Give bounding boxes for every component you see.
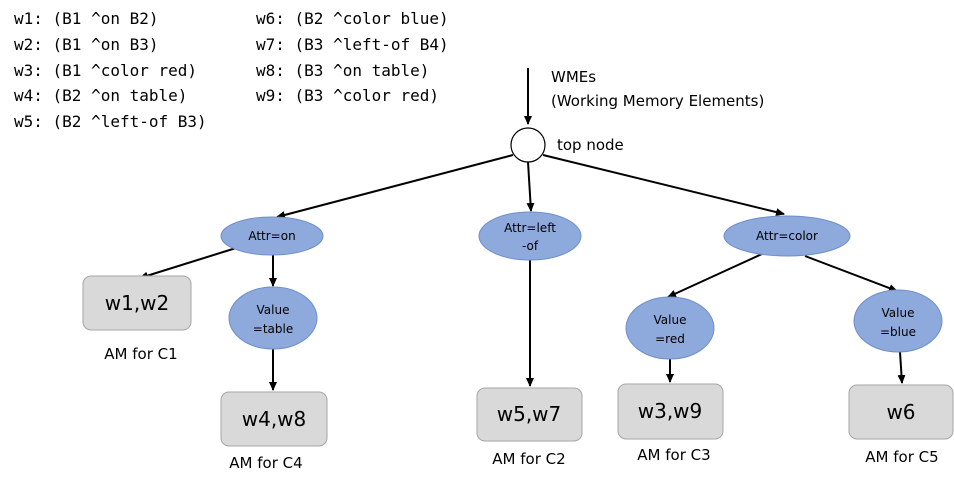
alpha-node-label: Value	[654, 313, 687, 327]
edge-attr-color-to-value-blue	[804, 255, 898, 292]
alpha-node-label: -of	[522, 239, 539, 253]
edge-top-to-attr-on	[276, 154, 514, 219]
alpha-memory-label: AM for C3	[637, 446, 710, 464]
alpha-node-value-table: Value =table	[228, 286, 318, 350]
edge-attr-color-to-value-red	[667, 253, 763, 298]
alpha-memory-content: w3,w9	[638, 399, 703, 423]
alpha-node-label: Attr=left	[504, 221, 556, 235]
alpha-memory-label: AM for C2	[492, 450, 565, 468]
alpha-memory-label: AM for C5	[865, 448, 938, 466]
alpha-node-label: Value	[257, 303, 290, 317]
alpha-memory-label: AM for C4	[229, 454, 302, 472]
alpha-memory-label: AM for C1	[104, 345, 177, 363]
wme-subtitle: (Working Memory Elements)	[551, 92, 764, 110]
alpha-memory-c2: w5,w7 AM for C2	[476, 387, 583, 468]
alpha-memory-c5: w6 AM for C5	[848, 384, 954, 466]
alpha-node-label: =blue	[880, 325, 916, 339]
edge-top-to-attr-leftof	[526, 161, 535, 212]
wme-line: w3: (B1 ^color red)	[14, 61, 197, 80]
alpha-node-label: Attr=color	[756, 229, 818, 243]
alpha-node-label: =red	[655, 332, 685, 346]
alpha-node-attr-on: Attr=on	[220, 216, 324, 256]
alpha-node-attr-leftof: Attr=left -of	[478, 211, 582, 261]
wme-title: WMEs	[551, 68, 596, 86]
wme-list-right: w6: (B2 ^color blue) w7: (B3 ^left-of B4…	[256, 9, 449, 105]
alpha-memory-content: w4,w8	[242, 407, 307, 431]
edge-top-to-attr-color	[542, 154, 785, 216]
alpha-memory-content: w6	[886, 400, 915, 424]
wme-line: w6: (B2 ^color blue)	[256, 9, 449, 28]
edge-value-blue-to-c5	[897, 351, 906, 384]
top-node	[510, 127, 546, 163]
alpha-node-label: Attr=on	[248, 229, 295, 243]
wme-line: w4: (B2 ^on table)	[14, 86, 187, 105]
alpha-memory-c1: w1,w2 AM for C1	[82, 275, 192, 363]
wme-line: w5: (B2 ^left-of B3)	[14, 112, 207, 131]
alpha-memory-content: w1,w2	[105, 291, 170, 315]
alpha-memory-c3: w3,w9 AM for C3	[617, 383, 724, 464]
alpha-node-value-blue: Value =blue	[853, 289, 943, 353]
wme-list-left: w1: (B1 ^on B2) w2: (B1 ^on B3) w3: (B1 …	[14, 9, 207, 131]
wme-line: w1: (B1 ^on B2)	[14, 9, 159, 28]
alpha-memory-c4: w4,w8 AM for C4	[220, 391, 328, 472]
wme-line: w2: (B1 ^on B3)	[14, 35, 159, 54]
alpha-memory-content: w5,w7	[497, 402, 562, 426]
wme-line: w8: (B3 ^on table)	[256, 61, 429, 80]
alpha-node-attr-color: Attr=color	[723, 215, 851, 257]
wme-line: w7: (B3 ^left-of B4)	[256, 35, 449, 54]
alpha-node-label: Value	[882, 306, 915, 320]
top-node-label: top node	[557, 136, 624, 154]
alpha-node-value-red: Value =red	[625, 296, 715, 360]
wme-line: w9: (B3 ^color red)	[256, 86, 439, 105]
edge-attr-on-to-c1	[139, 247, 237, 280]
alpha-node-label: =table	[253, 322, 293, 336]
